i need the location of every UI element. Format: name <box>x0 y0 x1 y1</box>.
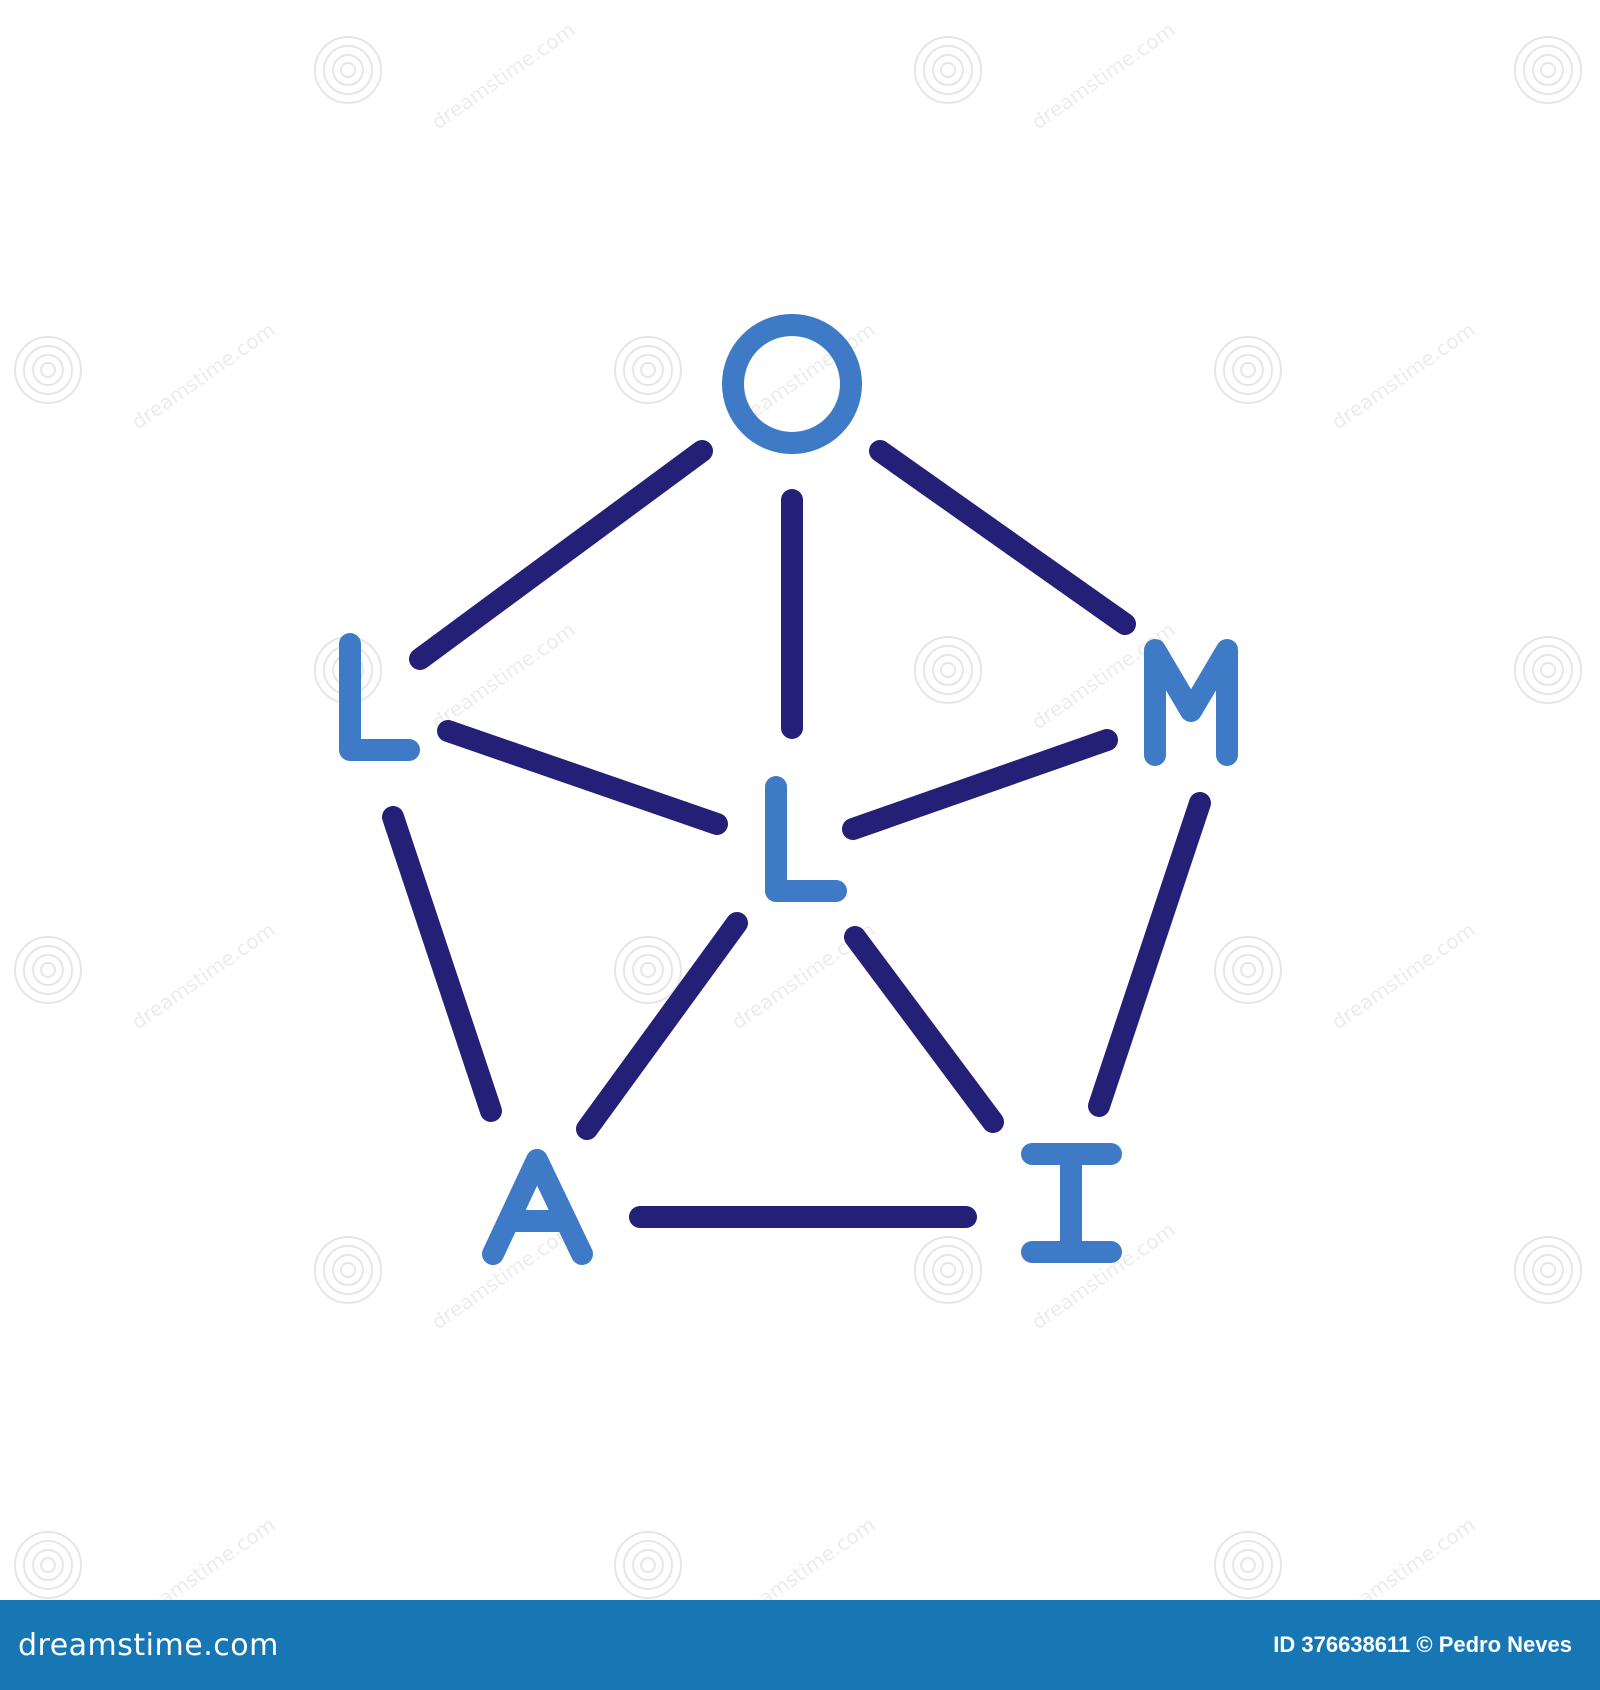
edge-center-bottom-left <box>576 912 748 1140</box>
watermark-spiral-icon <box>614 336 682 404</box>
watermark-spiral-icon <box>14 336 82 404</box>
watermark-text: dreamstime.com <box>1327 317 1479 434</box>
edge-top-left <box>409 440 713 670</box>
watermark-spiral-icon <box>1514 636 1582 704</box>
watermark-layer: dreamstime.com dreamstime.com dreamstime.c… <box>14 17 1582 1600</box>
letter-o-top <box>722 314 862 454</box>
watermark-spiral-icon <box>614 936 682 1004</box>
watermark-spiral-icon <box>914 36 982 104</box>
watermark-spiral-icon <box>1214 936 1282 1004</box>
watermark-text: dreamstime.com <box>1027 17 1179 134</box>
watermark-text: dreamstime.com <box>127 317 279 434</box>
letter-l-left <box>339 633 420 761</box>
edge-right-center <box>842 729 1118 840</box>
watermark-text: dreamstime.com <box>1327 917 1479 1034</box>
letter-m-right <box>1144 639 1238 766</box>
footer-credit-text: ID 376638611 © Pedro Neves <box>1273 1632 1572 1657</box>
letter-l-center <box>765 776 847 902</box>
watermark-spiral-icon <box>614 1531 682 1599</box>
footer-bar: dreamstime.com ID 376638611 © Pedro Neve… <box>0 1600 1600 1690</box>
letter-i-bottom-right <box>1021 1143 1122 1263</box>
watermark-text: dreamstime.com <box>127 1512 279 1600</box>
watermark-text: dreamstime.com <box>427 17 579 134</box>
edge-top-right <box>869 440 1136 635</box>
edge-left-bottom <box>382 806 502 1122</box>
edge-right-bottom <box>1088 792 1211 1117</box>
watermark-spiral-icon <box>1514 1236 1582 1304</box>
footer-brand-text[interactable]: dreamstime.com <box>18 1627 279 1663</box>
watermark-spiral-icon <box>1514 36 1582 104</box>
llm-ai-pentagon-logo: dreamstime.com dreamstime.com dreamstime.c… <box>14 17 1582 1600</box>
watermark-spiral-icon <box>914 636 982 704</box>
watermark-spiral-icon <box>914 1236 982 1304</box>
watermark-text: dreamstime.com <box>127 917 279 1034</box>
watermark-text: dreamstime.com <box>727 1512 879 1600</box>
watermark-spiral-icon <box>14 936 82 1004</box>
watermark-text: dreamstime.com <box>1327 1512 1479 1600</box>
watermark-spiral-icon <box>314 36 382 104</box>
watermark-spiral-icon <box>14 1531 82 1599</box>
watermark-text: dreamstime.com <box>1027 1217 1179 1334</box>
watermark-spiral-icon <box>314 1236 382 1304</box>
watermark-spiral-icon <box>1214 336 1282 404</box>
edge-left-center <box>437 720 728 835</box>
edge-center-bottom-right <box>844 926 1004 1133</box>
letter-a-bottom-left <box>482 1149 593 1265</box>
watermark-spiral-icon <box>1214 1531 1282 1599</box>
